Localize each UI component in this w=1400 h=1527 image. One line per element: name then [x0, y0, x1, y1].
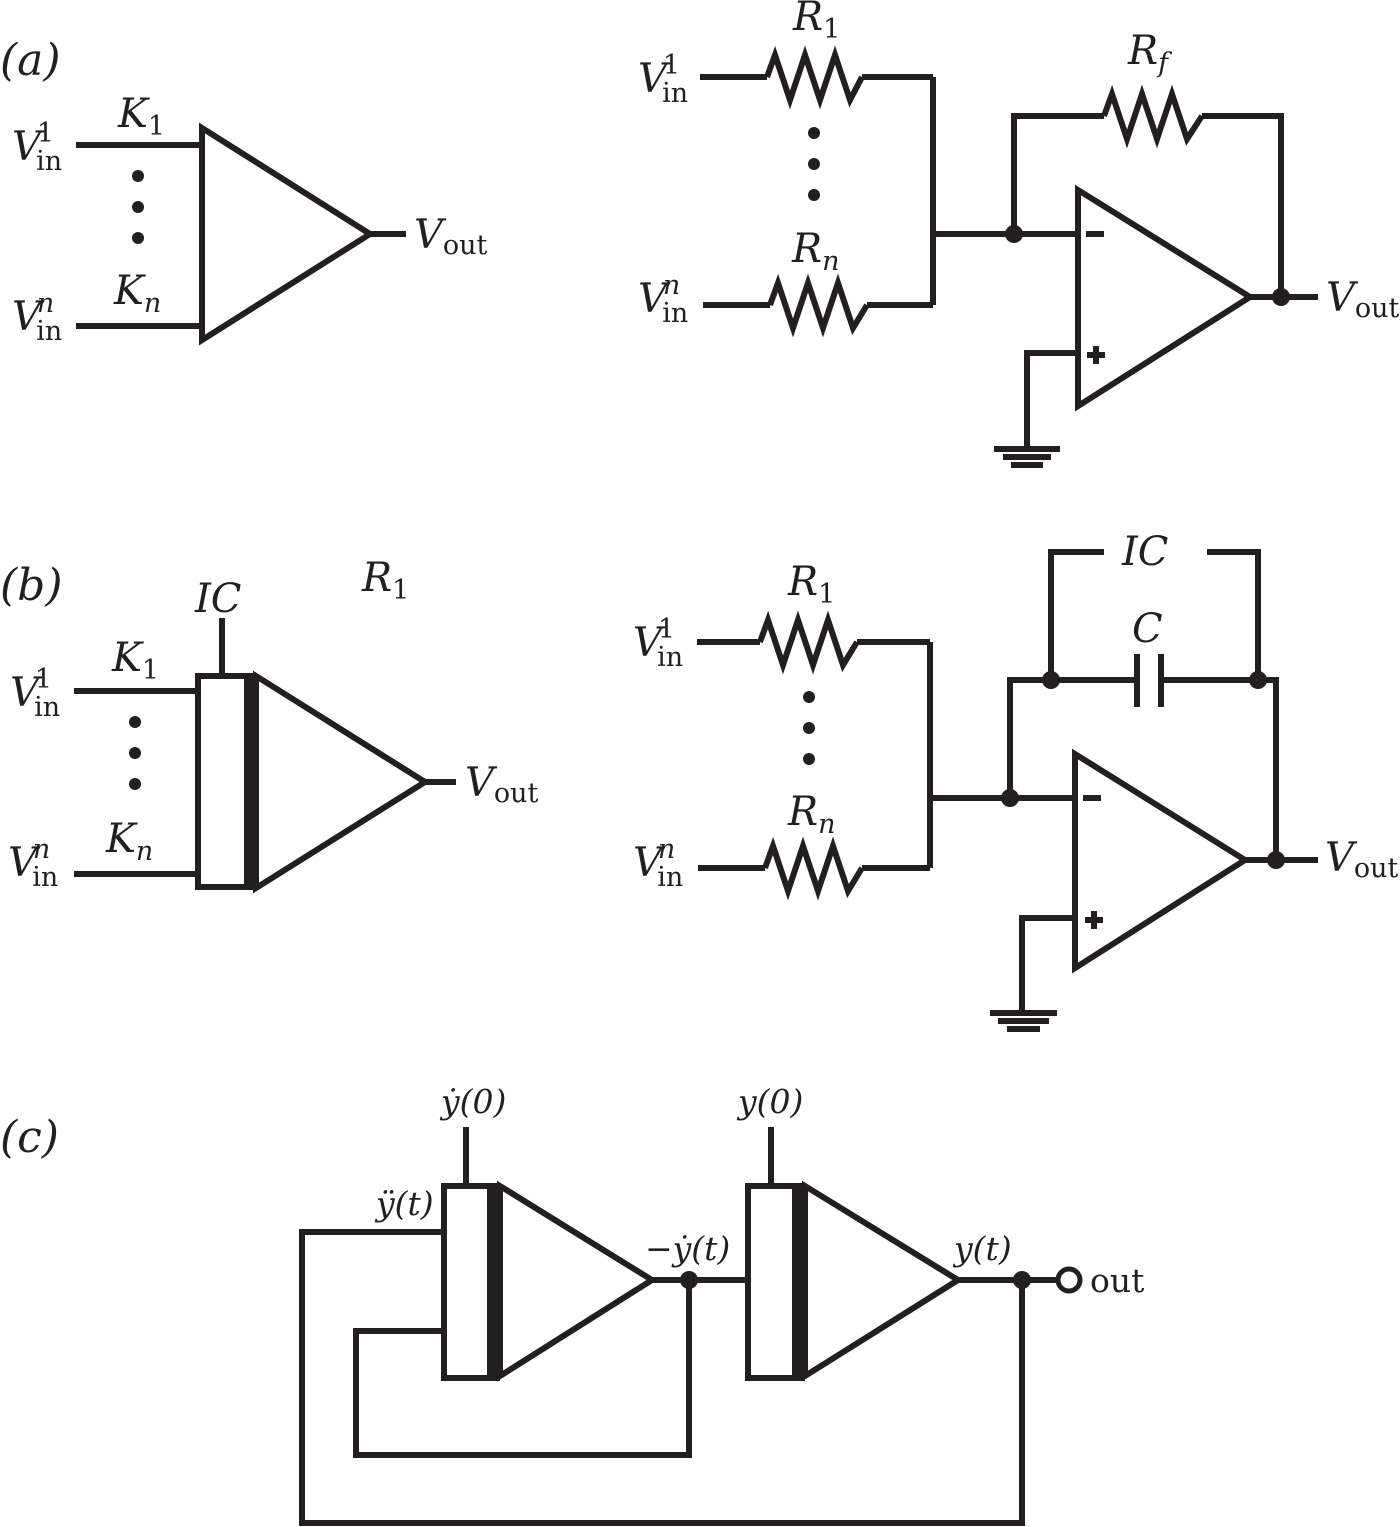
label-rf: Rf — [1127, 28, 1172, 79]
opamp-triangle — [1075, 184, 1256, 412]
label-yddot: ÿ(t) — [374, 1184, 434, 1223]
label-rn: Rn — [791, 226, 840, 277]
integrator-input-box — [195, 673, 253, 890]
output-terminal — [1055, 1266, 1083, 1294]
label-ic: IC — [194, 576, 241, 622]
resistor-rf — [1101, 84, 1205, 149]
label-r1-stray: R1 — [361, 555, 409, 606]
resistor-rn — [767, 273, 870, 338]
label-kn: Kn — [113, 268, 161, 319]
ellipsis-dot — [129, 778, 141, 790]
summer-triangle — [199, 122, 376, 346]
label-ydot0: ẏ(0) — [439, 1082, 506, 1121]
panel-c: (c) ẏ(0) y(0) ÿ(t) −ẏ(t) y(t) out — [0, 1082, 1144, 1526]
label-r1: R1 — [792, 0, 840, 45]
label-out: out — [1090, 1261, 1144, 1300]
resistor-r1 — [764, 45, 865, 110]
ellipsis-dot — [808, 189, 820, 201]
feedback-wire-inner — [353, 1282, 692, 1458]
ellipsis-dot — [803, 691, 815, 703]
panel-a-tag: (a) — [0, 35, 61, 86]
integrator-1 — [441, 1127, 658, 1382]
ellipsis-dot — [132, 201, 144, 213]
label-r1: R1 — [787, 559, 835, 610]
ellipsis-dot — [132, 232, 144, 244]
ellipsis-dot — [129, 747, 141, 759]
label-y: y(t) — [952, 1229, 1012, 1268]
label-neg-ydot: −ẏ(t) — [645, 1229, 730, 1268]
ellipsis-dot — [808, 127, 820, 139]
feedback-wire-outer — [299, 1229, 1025, 1526]
panel-c-tag: (c) — [0, 1112, 59, 1163]
label-vout: Vout — [1325, 835, 1399, 884]
label-vout: Vout — [414, 212, 488, 261]
label-k1: K1 — [111, 635, 159, 686]
label-vout: Vout — [1326, 275, 1400, 324]
ic-bracket — [1048, 549, 1104, 680]
label-rn: Rn — [787, 789, 836, 840]
integrator-triangle — [253, 670, 431, 894]
label-kn: Kn — [105, 816, 153, 867]
ellipsis-dot — [129, 716, 141, 728]
resistor-r1 — [757, 610, 860, 675]
integrator-2 — [745, 1127, 964, 1382]
label-ic: IC — [1121, 529, 1168, 575]
label-vout: Vout — [465, 760, 539, 809]
label-y0: y(0) — [736, 1082, 803, 1121]
opamp-triangle — [1072, 748, 1251, 974]
ellipsis-dot — [803, 722, 815, 734]
label-c: C — [1132, 606, 1163, 652]
ellipsis-dot — [803, 753, 815, 765]
ellipsis-dot — [132, 170, 144, 182]
ellipsis-dot — [808, 158, 820, 170]
panel-b-tag: (b) — [0, 560, 63, 611]
label-k1: K1 — [117, 91, 165, 142]
resistor-rn — [762, 836, 865, 901]
